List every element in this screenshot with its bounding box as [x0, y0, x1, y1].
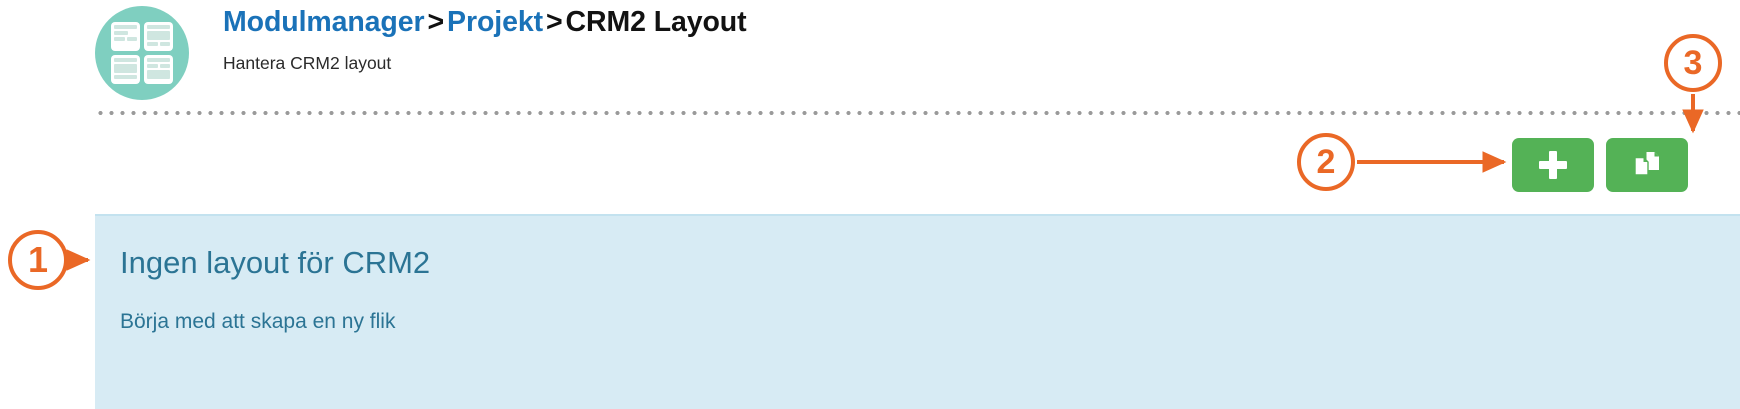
breadcrumb-item-projekt[interactable]: Projekt [447, 6, 543, 38]
empty-state-title: Ingen layout för CRM2 [120, 245, 431, 280]
breadcrumb-separator: > [545, 6, 563, 38]
empty-state-alert: Ingen layout för CRM2 Börja med att skap… [95, 214, 1740, 409]
module-grid-icon-inner [111, 22, 173, 84]
breadcrumb-item-current: CRM2 Layout [565, 6, 747, 38]
header-text-block: Modulmanager>Projekt>CRM2 Layout Hantera… [223, 4, 747, 74]
breadcrumb-item-modulmanager[interactable]: Modulmanager [223, 6, 425, 38]
plus-icon [1539, 151, 1567, 179]
module-grid-cell [144, 22, 173, 51]
module-grid-icon [95, 6, 189, 100]
empty-state-subtitle: Börja med att skapa en ny flik [120, 310, 396, 333]
page-subtitle: Hantera CRM2 layout [223, 52, 392, 73]
add-tab-button[interactable] [1512, 138, 1594, 192]
annotation-marker-3: 3 [1664, 34, 1722, 92]
module-grid-cell [111, 55, 140, 84]
copy-documents-icon [1632, 149, 1662, 182]
page-header: Modulmanager>Projekt>CRM2 Layout Hantera… [95, 4, 747, 100]
annotation-marker-1: 1 [8, 230, 68, 290]
toolbar [1512, 138, 1688, 192]
breadcrumb-separator: > [427, 6, 445, 38]
module-grid-cell [111, 22, 140, 51]
dotted-divider [95, 110, 1740, 116]
copy-layout-button[interactable] [1606, 138, 1688, 192]
breadcrumb: Modulmanager>Projekt>CRM2 Layout [223, 6, 747, 40]
module-grid-cell [144, 55, 173, 84]
annotation-marker-2: 2 [1297, 133, 1355, 191]
